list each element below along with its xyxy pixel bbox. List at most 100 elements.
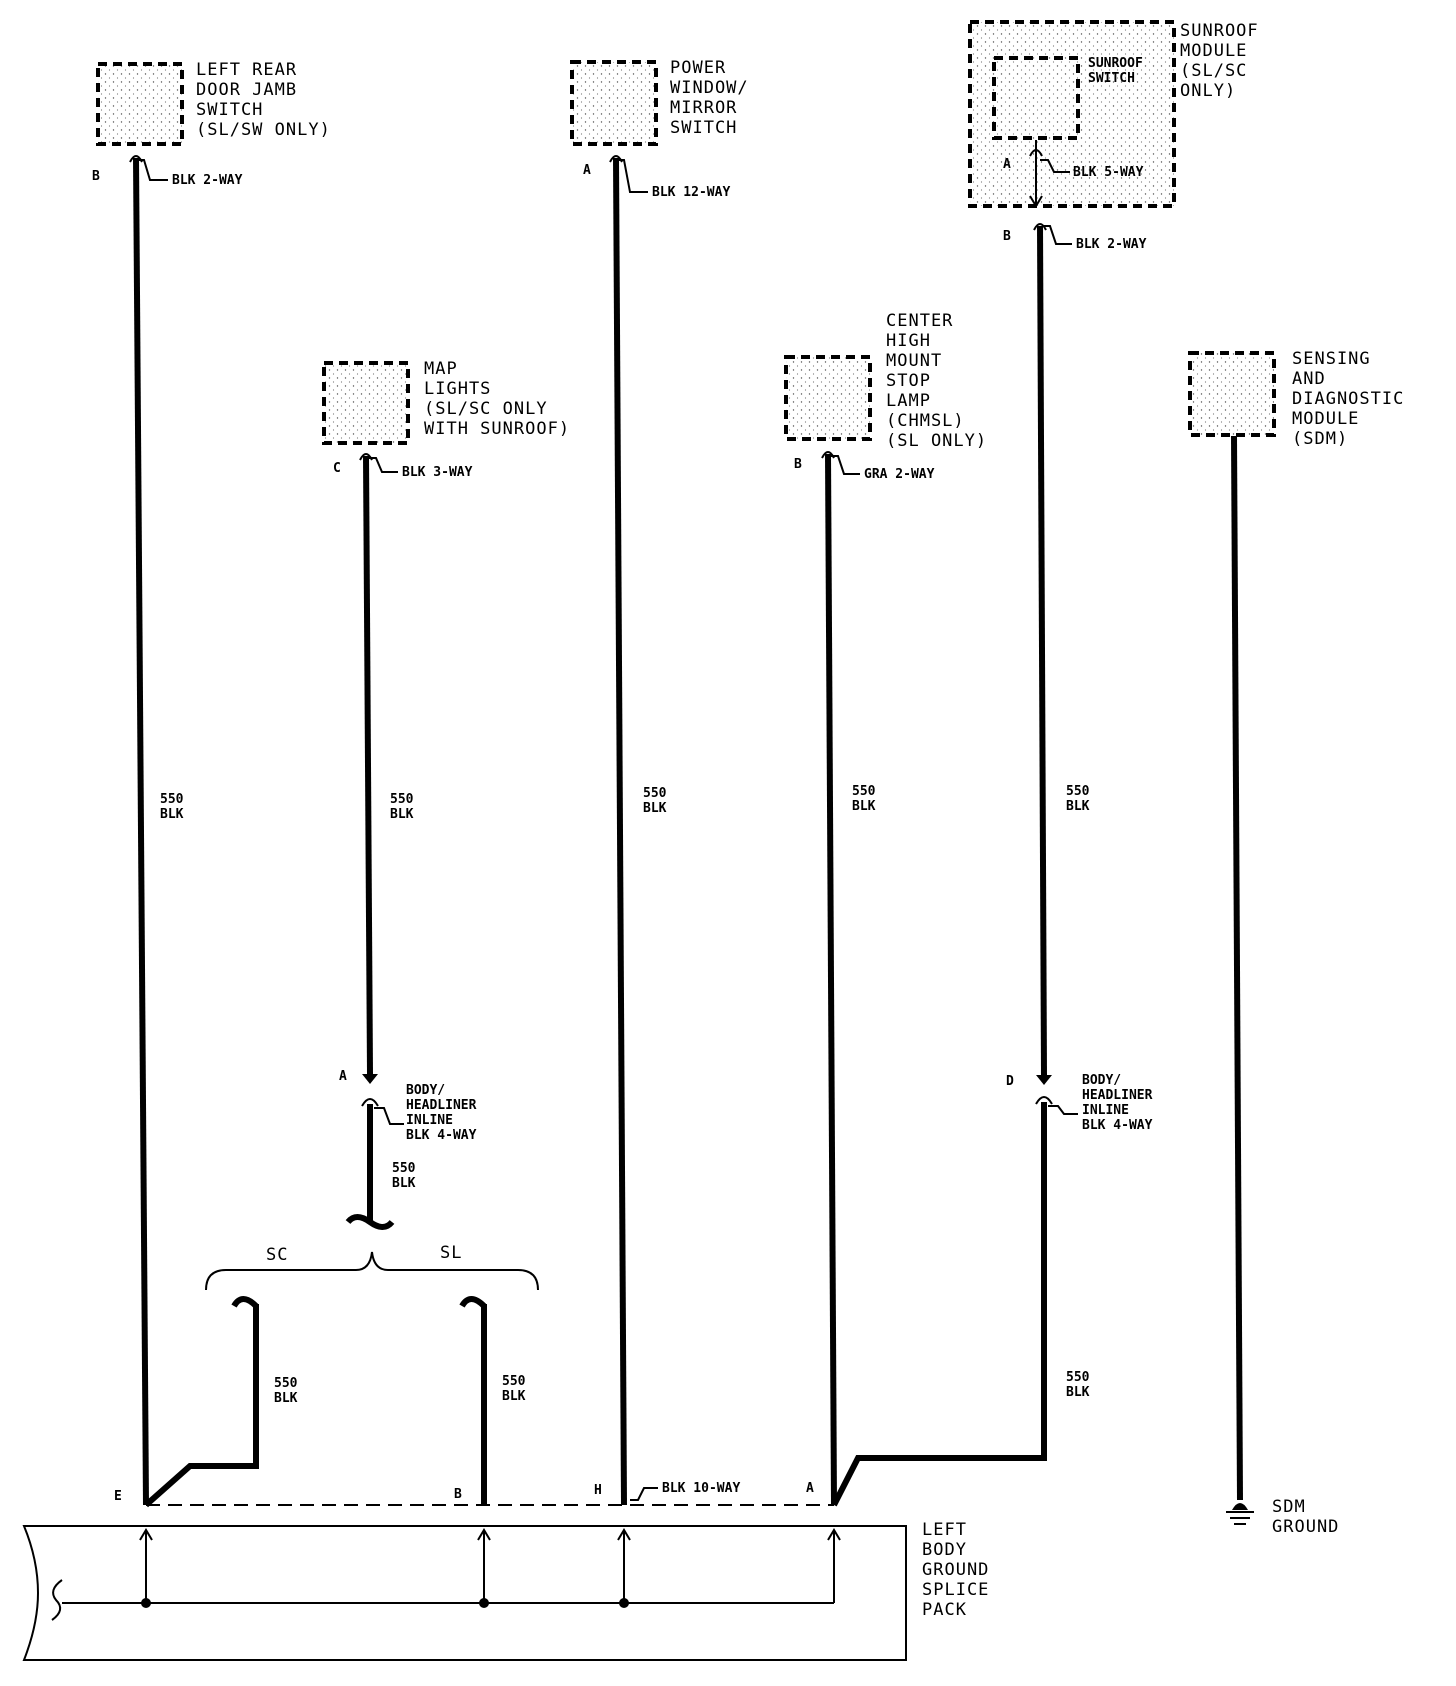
sdm-label-4: MODULE [1292,409,1359,429]
inline-right-pin: D [1006,1074,1014,1089]
splice-connector-leader [630,1487,658,1501]
sunroof-module-label-4: ONLY) [1180,81,1236,101]
sdm-ground-label-1: SDM [1272,1497,1306,1517]
sdm-label-5: (SDM) [1292,429,1348,449]
inline-left-label-3: INLINE [406,1113,453,1128]
wire-chmsl-color: BLK [852,799,876,814]
chmsl-pin: B [794,457,802,472]
wire-sunroof-lower-color: BLK [1066,1385,1090,1400]
inline-right-label-4: BLK 4-WAY [1082,1118,1153,1133]
inline-left-leader [374,1107,404,1125]
chmsl-label-2: HIGH [886,331,931,351]
inline-right-label-1: BODY/ [1082,1073,1121,1088]
sunroof-module-label-1: SUNROOF [1180,21,1259,41]
wire-door-jamb [133,157,149,1506]
splice-node-e [141,1598,151,1608]
sunroof-switch-connector: BLK 5-WAY [1073,165,1144,180]
wire-sdm [1231,435,1243,1501]
wire-power-window-color: BLK [643,801,667,816]
map-lights-pin: C [333,461,341,476]
branch-label-sl: SL [440,1243,462,1263]
door-jamb-connector: BLK 2-WAY [172,173,243,188]
inline-left-pin: A [339,1069,347,1084]
power-window-connector: BLK 12-WAY [652,185,730,200]
inline-right-leader [1048,1105,1078,1115]
map-lights-label-2: LIGHTS [424,379,491,399]
map-lights-label-3: (SL/SC ONLY [424,399,548,419]
splice-pack: E B H A BLK 10-WAY LEFT BODY GROUND SPLI… [22,1481,989,1661]
splice-pin-h: H [594,1483,602,1498]
wire-door-jamb-circuit: 550 [160,792,184,807]
wire-map-lights-lower-circuit: 550 [392,1161,416,1176]
wire-map-lights-circuit: 550 [390,792,414,807]
sdm-label-2: AND [1292,369,1326,389]
connector-tick-map-lights [359,453,373,461]
inline-connector-right: D BODY/ HEADLINER INLINE BLK 4-WAY [1006,1073,1153,1133]
splice-pack-label-1: LEFT [922,1520,967,1540]
chmsl-label-7: (SL ONLY) [886,431,987,451]
sunroof-switch-label-2: SWITCH [1088,71,1135,86]
wire-sunroof-circuit: 550 [1066,784,1090,799]
power-window-label-2: WINDOW/ [670,78,749,98]
wire-power-window [613,157,627,1506]
sunroof-module: SUNROOF SWITCH SUNROOF MODULE (SL/SC ONL… [968,20,1259,252]
inline-left-label-4: BLK 4-WAY [406,1128,477,1143]
sunroof-module-pin: B [1003,229,1011,244]
splice-bus-squiggle [51,1579,63,1621]
wire-sunroof-upper [1037,225,1047,1076]
door-jamb-switch-label-1: LEFT REAR [196,60,297,80]
chmsl-box [784,355,872,441]
connector-tick-door-jamb [129,155,143,163]
inline-right-arrow [1036,1075,1052,1085]
sunroof-switch-box [992,56,1080,140]
connector-tick-sunroof [1033,223,1047,231]
chmsl-label-5: LAMP [886,391,931,411]
inline-left-tick [361,1098,379,1107]
sunroof-module-label-2: MODULE [1180,41,1247,61]
wire-map-lights-lower-color: BLK [392,1176,416,1191]
splice-arrow-e [139,1528,153,1541]
wire-sc-color: BLK [274,1391,298,1406]
chmsl-label-6: (CHMSL) [886,411,965,431]
door-jamb-switch-box [96,62,184,146]
splice-arrow-b [477,1528,491,1541]
wire-sl-hook [459,1296,487,1309]
power-window-label-4: SWITCH [670,118,737,138]
splice-pin-b: B [454,1487,462,1502]
splice-arrow-h [617,1528,631,1541]
wire-sc-circuit: 550 [274,1376,298,1391]
chmsl-label-4: STOP [886,371,931,391]
inline-left-label-2: HEADLINER [406,1098,477,1113]
map-lights-label-1: MAP [424,359,458,379]
inline-left-label-1: BODY/ [406,1083,445,1098]
sdm-label-3: DIAGNOSTIC [1292,389,1404,409]
inline-left-arrow [362,1074,378,1084]
map-lights-label-4: WITH SUNROOF) [424,419,570,439]
sunroof-switch-tick [1029,149,1043,157]
power-window-label-1: POWER [670,58,726,78]
wire-sunroof-lower-circuit: 550 [1066,1370,1090,1385]
splice-pin-e: E [114,1489,122,1504]
inline-connector-left: A BODY/ HEADLINER INLINE BLK 4-WAY [339,1069,477,1143]
inline-right-tick [1035,1096,1053,1105]
wire-map-lights-end-hook [345,1214,395,1230]
chmsl-label-1: CENTER [886,311,953,331]
sdm: SENSING AND DIAGNOSTIC MODULE (SDM) [1188,349,1404,449]
door-jamb-switch-label-3: SWITCH [196,100,263,120]
sunroof-module-connector: BLK 2-WAY [1076,237,1147,252]
sunroof-switch-arrow [1029,195,1043,208]
ground-dome [1232,1503,1248,1510]
wire-chmsl-circuit: 550 [852,784,876,799]
branch-brace [205,1251,539,1291]
wire-map-lights-color: BLK [390,807,414,822]
splice-connector: BLK 10-WAY [662,1481,740,1496]
sunroof-module-label-3: (SL/SC [1180,61,1247,81]
door-jamb-switch-label-2: DOOR JAMB [196,80,297,100]
wire-sunroof-lower [831,1102,1047,1507]
left-rear-door-jamb-switch: LEFT REAR DOOR JAMB SWITCH (SL/SW ONLY) … [92,60,330,188]
chmsl-connector: GRA 2-WAY [864,467,935,482]
splice-pack-label-4: SPLICE [922,1580,989,1600]
power-window-pin: A [583,163,591,178]
map-lights-connector-leader [368,457,398,473]
